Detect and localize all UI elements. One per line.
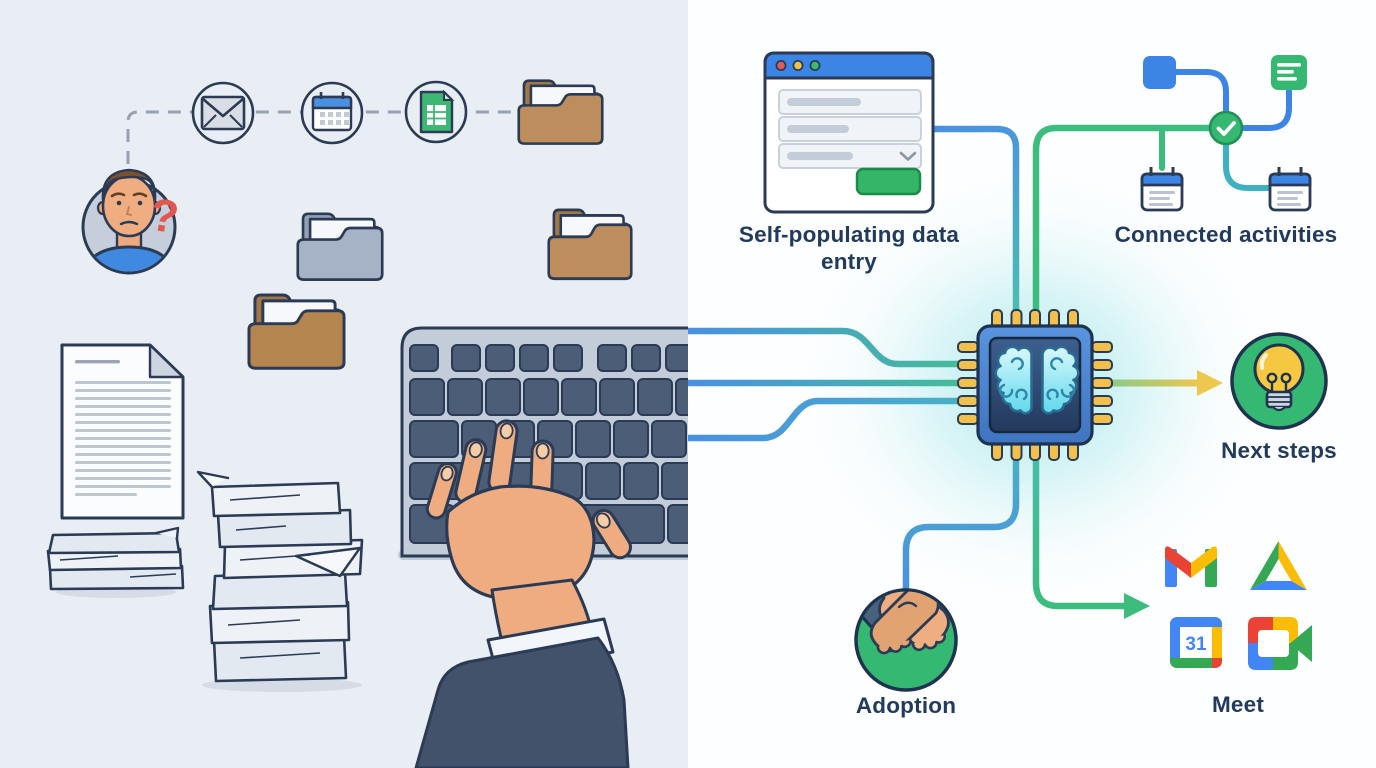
document-icon bbox=[60, 343, 185, 520]
caption-self-populating-data-entry: Self-populating data entry bbox=[738, 222, 960, 274]
lightbulb-badge-icon bbox=[1230, 332, 1328, 430]
paper-stack-small bbox=[46, 526, 185, 598]
gmail-icon bbox=[1165, 546, 1217, 587]
calendar-day-number: 31 bbox=[1185, 634, 1207, 655]
keyboard-keys bbox=[409, 344, 688, 544]
drive-icon bbox=[1250, 541, 1307, 590]
ai-chip-icon bbox=[957, 309, 1113, 461]
dashed-workflow-path bbox=[126, 110, 520, 186]
form-dropdown[interactable] bbox=[778, 143, 922, 169]
email-icon bbox=[191, 81, 255, 145]
maximize-dot-icon[interactable] bbox=[809, 60, 821, 72]
spreadsheet-icon bbox=[404, 80, 468, 144]
palm bbox=[445, 484, 596, 601]
paper-stack-big bbox=[196, 470, 364, 692]
task-square-icon bbox=[1143, 56, 1176, 89]
note-icon bbox=[1271, 55, 1307, 90]
handshake-badge-icon bbox=[854, 588, 958, 692]
minimize-dot-icon[interactable] bbox=[792, 60, 804, 72]
folder-icon-top-right bbox=[517, 79, 604, 145]
green-arrowhead-icon bbox=[1124, 593, 1150, 619]
folder-icon-bottom bbox=[247, 293, 346, 370]
folder-icon-gray bbox=[296, 212, 384, 281]
close-dot-icon[interactable] bbox=[775, 60, 787, 72]
google-apps-grid: 31 bbox=[1165, 541, 1312, 670]
calendar-card-icon-right bbox=[1268, 167, 1312, 212]
yellow-arrowhead-icon bbox=[1197, 370, 1223, 396]
checkmark-circle-icon bbox=[1208, 110, 1244, 146]
user-avatar: ? bbox=[81, 168, 182, 275]
form-field-1[interactable] bbox=[778, 89, 922, 115]
folder-icon-mid-right bbox=[547, 208, 633, 281]
typing-hand bbox=[414, 419, 632, 768]
connector-wires bbox=[684, 124, 1223, 619]
suit-sleeve bbox=[414, 636, 630, 768]
calendar-card-icon-left bbox=[1140, 167, 1184, 212]
caption-connected-activities: Connected activities bbox=[1114, 222, 1338, 247]
connected-activities-cluster bbox=[1140, 55, 1312, 212]
submit-button[interactable] bbox=[855, 167, 922, 196]
caption-meet: Meet bbox=[1211, 692, 1265, 717]
form-window-card bbox=[763, 51, 935, 214]
window-titlebar bbox=[763, 51, 935, 80]
chevron-down-icon bbox=[899, 151, 917, 161]
left-panel: ? bbox=[0, 0, 688, 768]
google-meet-icon bbox=[1248, 617, 1312, 670]
right-panel: 31 bbox=[684, 0, 1376, 768]
form-field-2[interactable] bbox=[778, 116, 922, 142]
google-calendar-icon: 31 bbox=[1170, 617, 1222, 668]
caption-adoption: Adoption bbox=[855, 693, 957, 718]
calendar-icon bbox=[300, 81, 364, 145]
caption-next-steps: Next steps bbox=[1221, 438, 1337, 463]
